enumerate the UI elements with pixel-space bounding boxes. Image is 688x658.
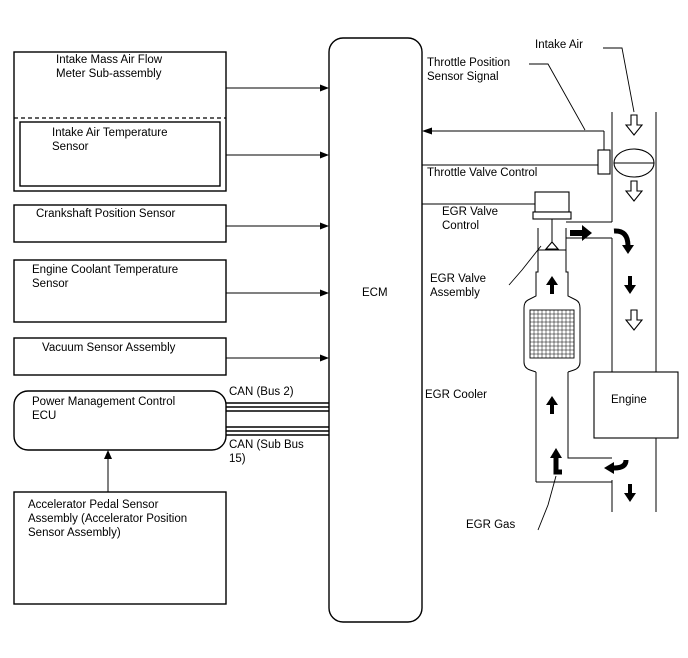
egr-valve-label-line2: Assembly [430,287,480,299]
crankshaft-sensor-box [13,204,227,243]
intake-arrow-top-icon [624,114,644,136]
input-arrows [226,84,329,362]
pm-ecu-label-line2: ECU [32,410,56,422]
egr-flow-turn-down-head [622,245,634,254]
intake-air-label: Intake Air [535,39,583,51]
accel-label-line2: Assembly (Accelerator Position [28,513,187,525]
throttle-signal-label-line1: Throttle Position [427,57,510,69]
ecm-label: ECM [362,287,388,299]
egr-pipe-left-upper [535,250,539,292]
egr-flow-arrow-right-icon [570,225,592,241]
pm-ecu-label-line1: Power Management Control [32,396,175,408]
coolant-label-line2: Sensor [32,278,69,290]
intake-arrow-lower-icon [624,309,644,331]
egr-pipe-right-lower [567,372,612,459]
can-sub-label-line2: 15) [229,453,246,465]
egr-valve-leader [508,245,542,286]
egr-cooler-label: EGR Cooler [425,389,487,401]
egr-flow-up-mid-icon [546,396,558,414]
egr-valve-actuator [534,191,570,213]
egr-cooler-core-grid [530,310,574,358]
iat-label-line1: Intake Air Temperature [52,127,168,139]
crank-to-ecm-arrowhead [320,222,329,230]
iat-sensor-box [19,121,221,187]
throttle-signal-arrowhead [422,127,432,135]
coolant-sensor-box [13,259,227,323]
coolant-to-ecm-arrowhead [320,289,329,297]
exhaust-flow-turn-left-icon [613,459,629,471]
accel-to-ecu-arrowhead [104,450,112,459]
egr-pipe-right-upper [565,250,569,292]
throttle-signal-label-line2: Sensor Signal [427,71,499,83]
coolant-sensor-block: Engine Coolant Temperature Sensor [13,259,227,323]
maf-meter-block: Intake Mass Air Flow Meter Sub-assembly … [13,51,227,192]
throttle-control-label: Throttle Valve Control [427,167,537,179]
egr-control-label-line1: EGR Valve [442,206,498,218]
egr-valve-flange [532,211,572,220]
iat-label-line2: Sensor [52,141,89,153]
maf-label-line2: Meter Sub-assembly [56,68,162,80]
vacuum-label: Vacuum Sensor Assembly [42,342,176,354]
egr-valve-label-line1: EGR Valve [430,273,486,285]
egr-gas-label: EGR Gas [466,519,515,531]
pm-ecu-box [13,390,227,451]
can-bus-lines: CAN (Bus 2) CAN (Sub Bus 15) [226,386,329,465]
exhaust-flow-down-icon [624,484,636,502]
vacuum-sensor-box [13,337,227,376]
accel-label-line3: Sensor Assembly) [28,527,121,539]
throttle-position-sensor [597,149,611,175]
accel-sensor-box [13,491,227,605]
egr-flow-up-lower-head [550,448,562,458]
pm-ecu-block: Power Management Control ECU [13,390,227,451]
egr-cooler-shell [523,292,581,373]
can-sub-label-line1: CAN (Sub Bus [229,439,304,451]
accel-label-line1: Accelerator Pedal Sensor [28,499,159,511]
engine-box [593,371,679,439]
vacuum-sensor-block: Vacuum Sensor Assembly [13,337,227,376]
intake-flow-solid-arrow-icon [624,276,636,294]
throttle-signal-leader [529,63,586,131]
iat-to-ecm-arrowhead [320,151,329,159]
can-bus2-label: CAN (Bus 2) [229,386,294,398]
ecm-box [328,37,423,623]
engine-label: Engine [611,394,647,406]
crankshaft-label: Crankshaft Position Sensor [36,208,176,220]
egr-valve-seat [544,241,560,250]
exhaust-flow-turn-left-head [604,462,614,474]
egr-gas-leader [537,475,557,531]
ecm-block: ECM [328,37,423,623]
coolant-label-line1: Engine Coolant Temperature [32,264,178,276]
maf-to-ecm-arrowhead [320,84,329,92]
crankshaft-sensor-block: Crankshaft Position Sensor [13,204,227,243]
egr-flow-turn-down-icon [613,228,631,247]
maf-label-line1: Intake Mass Air Flow [56,54,163,66]
egr-flow-up-lower-icon [553,456,562,475]
intake-arrow-mid-icon [624,180,644,202]
accel-sensor-block: Accelerator Pedal Sensor Assembly (Accel… [13,491,227,605]
vacuum-to-ecm-arrowhead [320,354,329,362]
egr-control-label-line2: Control [442,220,479,232]
egr-flow-up-upper-icon [546,276,558,294]
intake-air-leader [603,47,635,113]
